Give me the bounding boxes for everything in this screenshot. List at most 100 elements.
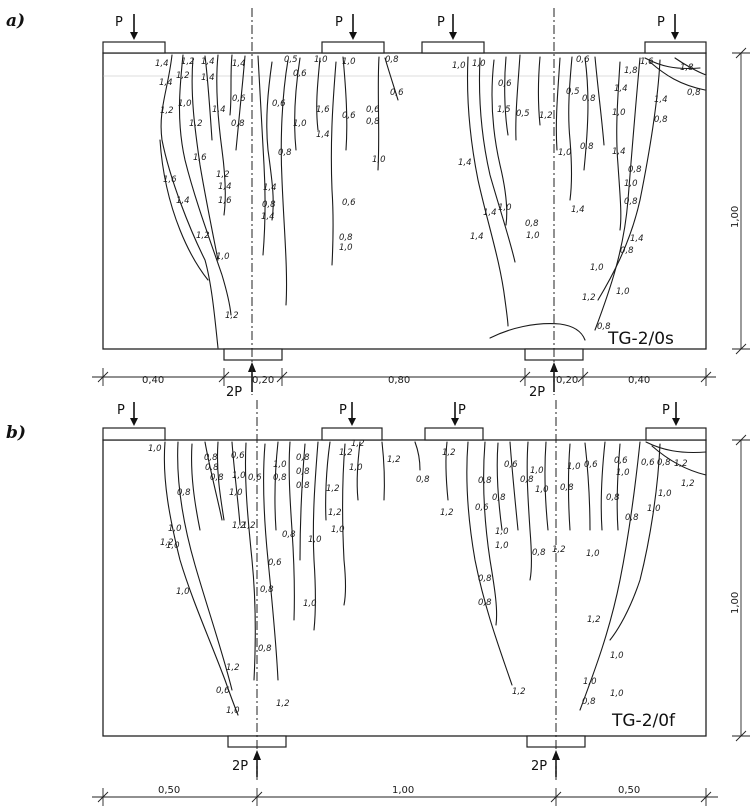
dim-text-a2: 0,20 xyxy=(252,375,274,386)
dimension-line-b xyxy=(92,788,718,806)
dim-text-a5: 0,40 xyxy=(628,375,650,386)
load-plate-b4 xyxy=(645,427,707,441)
crack-load-label: 0,8 xyxy=(205,463,219,473)
crack-load-label: 1,2 xyxy=(276,699,290,709)
crack-load-label: 1,2 xyxy=(216,170,230,180)
crack-load-label: 0,8 xyxy=(625,513,639,523)
crack-load-label: 0,8 xyxy=(258,644,272,654)
crack-load-label: 1,4 xyxy=(483,208,497,218)
crack-load-label: 1,0 xyxy=(610,651,624,661)
crack-load-label: 1,6 xyxy=(316,105,330,115)
crack-load-label: 0,8 xyxy=(204,453,218,463)
reaction-arrows-b xyxy=(253,750,560,777)
crack-load-label: 1,6 xyxy=(163,175,177,185)
load-plate-b2 xyxy=(321,427,383,441)
crack-load-label: 1,0 xyxy=(308,535,322,545)
crack-load-label: 1,4 xyxy=(201,73,215,83)
height-dimension-a xyxy=(732,47,750,355)
load-label-a4: P xyxy=(657,15,665,30)
load-plate-a2 xyxy=(321,41,385,54)
reaction-label-a1: 2P xyxy=(226,385,242,400)
crack-load-label: 0,8 xyxy=(366,117,380,127)
crack-load-label: 1,6 xyxy=(193,153,207,163)
crack-labels-b: 1,0 0,8 0,6 0,8 1,0 0,8 0,6 0,8 1,0 0,8 … xyxy=(148,439,695,716)
crack-load-label: 0,6 xyxy=(641,458,655,468)
crack-load-label: 0,8 xyxy=(582,94,596,104)
crack-load-label: 1,4 xyxy=(176,196,190,206)
crack-load-label: 1,0 xyxy=(658,489,672,499)
crack-load-label: 1,0 xyxy=(314,55,328,65)
height-dim-text-a: 1,00 xyxy=(730,206,741,228)
crack-load-label: 1,4 xyxy=(232,59,246,69)
load-plate-b3 xyxy=(424,427,484,441)
crack-load-label: 0,8 xyxy=(278,148,292,158)
crack-load-label: 1,4 xyxy=(201,57,215,67)
panel-label-a: a) xyxy=(6,11,25,31)
crack-load-label: 1,6 xyxy=(640,57,654,67)
crack-load-label: 0,8 xyxy=(478,574,492,584)
crack-load-label: 1,2 xyxy=(539,111,553,121)
load-arrows-a xyxy=(130,14,679,40)
crack-load-label: 0,5 xyxy=(284,55,298,65)
dim-text-b2: 1,00 xyxy=(392,785,414,796)
crack-load-label: 0,8 xyxy=(282,530,296,540)
crack-load-label: 0,8 xyxy=(628,165,642,175)
crack-load-label: 0,8 xyxy=(654,115,668,125)
crack-load-label: 0,8 xyxy=(620,246,634,256)
panel-b: b) P P P P 2P 2P xyxy=(6,400,750,806)
crack-load-label: 0,5 xyxy=(566,87,580,97)
crack-load-label: 0,6 xyxy=(504,460,518,470)
dimension-line-a xyxy=(92,368,716,386)
crack-load-label: 0,8 xyxy=(580,142,594,152)
crack-load-label: 0,8 xyxy=(525,219,539,229)
load-label-a1: P xyxy=(115,15,123,30)
crack-load-label: 1,0 xyxy=(558,148,572,158)
crack-load-label: 1,4 xyxy=(571,205,585,215)
crack-load-label: 1,2 xyxy=(681,479,695,489)
crack-load-label: 1,0 xyxy=(590,263,604,273)
crack-load-label: 1,2 xyxy=(339,448,353,458)
dim-text-b1: 0,50 xyxy=(158,785,180,796)
dim-text-a4: 0,20 xyxy=(556,375,578,386)
crack-load-label: 1,4 xyxy=(155,59,169,69)
crack-load-label: 0,6 xyxy=(576,55,590,65)
crack-load-label: 0,8 xyxy=(624,197,638,207)
crack-load-label: 0,8 xyxy=(273,473,287,483)
crack-load-label: 1,2 xyxy=(442,448,456,458)
crack-load-label: 1,2 xyxy=(328,508,342,518)
crack-load-label: 1,2 xyxy=(582,293,596,303)
crack-load-label: 1,4 xyxy=(263,183,277,193)
crack-load-label: 1,0 xyxy=(176,587,190,597)
crack-load-label: 0,5 xyxy=(516,109,530,119)
crack-load-label: 0,6 xyxy=(272,99,286,109)
crack-load-label: 0,6 xyxy=(231,451,245,461)
crack-load-label: 0,8 xyxy=(478,476,492,486)
crack-load-label: 1,4 xyxy=(159,78,173,88)
reaction-label-b1: 2P xyxy=(232,759,248,774)
crack-load-label: 1,2 xyxy=(387,455,401,465)
crack-load-label: 1,8 xyxy=(624,66,638,76)
crack-load-label: 0,8 xyxy=(532,548,546,558)
crack-load-label: 0,8 xyxy=(687,88,701,98)
crack-load-label: 0,6 xyxy=(584,460,598,470)
crack-load-label: 1,4 xyxy=(630,234,644,244)
crack-load-label: 1,4 xyxy=(218,182,232,192)
load-plate-a3 xyxy=(421,41,485,54)
crack-load-label: 1,2 xyxy=(351,439,365,449)
crack-load-label: 1,2 xyxy=(552,545,566,555)
crack-load-label: 1,8 xyxy=(680,63,694,73)
crack-load-label: 1,0 xyxy=(583,677,597,687)
crack-labels-a: 1,4 1,2 1,4 1,4 1,2 1,4 1,0 1,4 1,2 1,2 … xyxy=(155,55,701,332)
crack-load-label: 0,6 xyxy=(268,558,282,568)
crack-load-label: 1,0 xyxy=(535,485,549,495)
crack-load-label: 1,2 xyxy=(674,459,688,469)
crack-load-label: 1,0 xyxy=(166,541,180,551)
crack-load-label: 1,2 xyxy=(226,663,240,673)
load-plate-a1 xyxy=(102,41,166,54)
crack-load-label: 0,8 xyxy=(296,467,310,477)
load-plate-a4 xyxy=(644,41,707,54)
crack-load-label: 1,2 xyxy=(160,106,174,116)
crack-load-label: 1,2 xyxy=(440,508,454,518)
crack-load-label: 0,8 xyxy=(262,200,276,210)
